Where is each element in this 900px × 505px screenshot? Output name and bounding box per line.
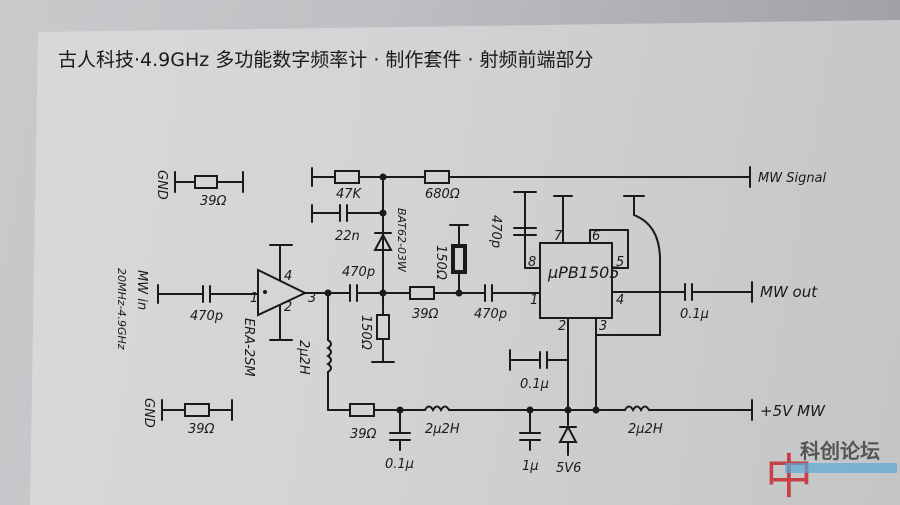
mw-signal-label: MW Signal bbox=[758, 171, 827, 186]
mw-in-label: MW in bbox=[134, 270, 149, 310]
ic-label: μPB1505 bbox=[547, 263, 620, 282]
resistor-label: 47K bbox=[336, 187, 363, 202]
ic-pin: 3 bbox=[599, 319, 607, 334]
inductor-label: 2μ2H bbox=[425, 422, 460, 437]
resistor-label: 39Ω bbox=[188, 422, 215, 437]
mw-in-range: 20MHz-4.9GHz bbox=[115, 268, 128, 350]
cap-label: 0.1μ bbox=[520, 377, 549, 392]
amp-pin2: 2 bbox=[284, 300, 292, 315]
ic-pin: 6 bbox=[592, 229, 600, 244]
gnd-resistor-bottom bbox=[161, 399, 233, 421]
ic-pin: 4 bbox=[616, 293, 624, 308]
ic-upb1505 bbox=[509, 191, 753, 411]
svg-text:中: 中 bbox=[765, 449, 813, 505]
gnd-label-bottom: GND bbox=[141, 398, 156, 428]
inductor-label: 2μ2H bbox=[628, 422, 663, 437]
cap-label: 470p bbox=[488, 215, 503, 248]
diode-label: BAT62-03W bbox=[395, 208, 408, 273]
detector-network bbox=[311, 166, 751, 294]
cap-label: 470p bbox=[190, 309, 223, 324]
cap-label: 0.1μ bbox=[680, 307, 709, 322]
cap-label: 1μ bbox=[522, 459, 539, 474]
zener-label: 5V6 bbox=[556, 461, 581, 476]
input-capacitor bbox=[157, 284, 259, 304]
cap-label: 470p bbox=[474, 307, 507, 322]
amplifier-era-2sm bbox=[257, 244, 308, 341]
amp-pin4: 4 bbox=[284, 269, 292, 284]
amp-pin3: 3 bbox=[308, 291, 316, 306]
resistor-label: 39Ω bbox=[200, 194, 227, 209]
watermark-text: 科创论坛 bbox=[800, 439, 880, 463]
gnd-label-top: GND bbox=[154, 170, 169, 200]
supply-label: +5V MW bbox=[760, 402, 826, 420]
supply-network bbox=[326, 292, 753, 456]
amp-label: ERA-2SM bbox=[241, 318, 256, 377]
ic-pin: 8 bbox=[528, 255, 536, 270]
ic-pin: 5 bbox=[616, 255, 624, 270]
ic-pin: 2 bbox=[558, 319, 566, 334]
cap-label: 22n bbox=[335, 229, 360, 244]
diagram-title: 古人科技·4.9GHz 多功能数字频率计 · 制作套件 · 射频前端部分 bbox=[58, 49, 594, 71]
signal-path bbox=[304, 224, 541, 363]
resistor-label: 680Ω bbox=[425, 187, 460, 202]
inductor-label: 2μ2H bbox=[296, 340, 311, 375]
ic-pin: 1 bbox=[530, 293, 538, 308]
resistor-label: 150Ω bbox=[358, 315, 373, 350]
gnd-resistor-top bbox=[174, 171, 244, 193]
resistor-label: 39Ω bbox=[350, 427, 377, 442]
resistor-label: 39Ω bbox=[412, 307, 439, 322]
mw-out-label: MW out bbox=[760, 283, 818, 301]
cap-label: 0.1μ bbox=[385, 457, 414, 472]
amp-pin1: 1 bbox=[250, 291, 258, 306]
resistor-label: 150Ω bbox=[433, 245, 448, 280]
ic-pin: 7 bbox=[554, 229, 563, 244]
cap-label: 470p bbox=[342, 265, 375, 280]
watermark-logo: 中 科创论坛 bbox=[765, 439, 897, 505]
